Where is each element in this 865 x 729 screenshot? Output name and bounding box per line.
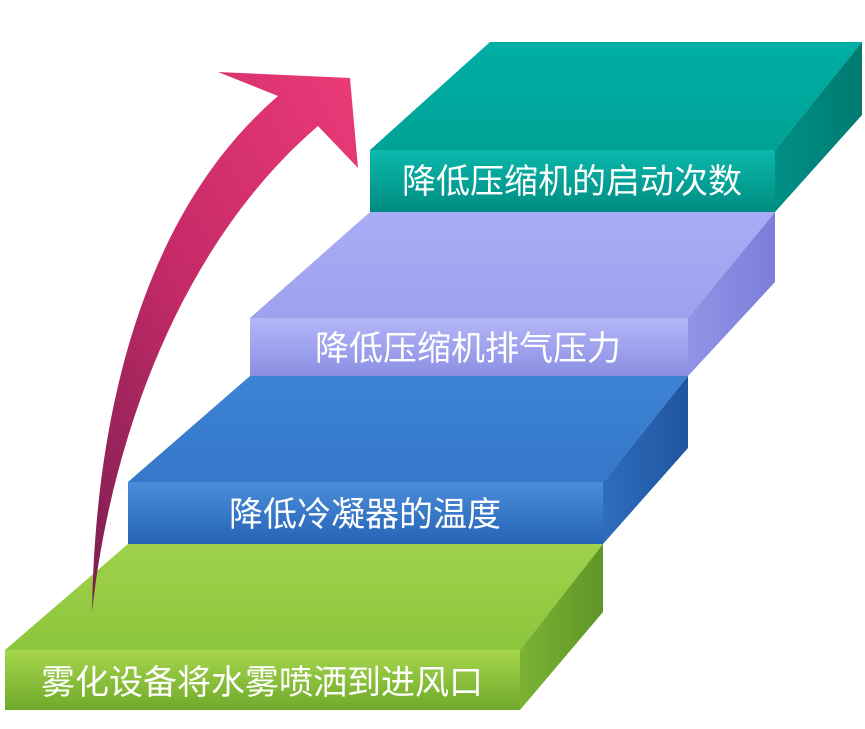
step-3-front-face [250, 318, 688, 376]
step-1-front-face [5, 650, 520, 710]
step-2-label: 降低冷凝器的温度 [229, 495, 501, 535]
step-2-side-face [603, 376, 688, 544]
step-4-label: 降低压缩机的启动次数 [402, 162, 742, 202]
step-3-label: 降低压缩机排气压力 [315, 329, 621, 369]
step-4-front-face [370, 150, 775, 212]
step-4-side-face [775, 42, 862, 212]
step-1-top-face [5, 544, 603, 650]
step-3-top-face [250, 212, 775, 318]
step-2-top-face [128, 376, 688, 482]
step-1-side-face [520, 544, 603, 710]
step-2: 降低冷凝器的温度 [128, 376, 688, 544]
step-1: 雾化设备将水雾喷洒到进风口 [5, 544, 603, 710]
step-4: 降低压缩机的启动次数 [370, 42, 862, 212]
step-4-top-face [370, 42, 862, 150]
progress-arrow [92, 72, 358, 612]
step-1-label: 雾化设备将水雾喷洒到进风口 [41, 663, 483, 703]
step-2-front-face [128, 482, 603, 544]
step-3-side-face [688, 212, 775, 376]
step-3: 降低压缩机排气压力 [250, 212, 775, 376]
